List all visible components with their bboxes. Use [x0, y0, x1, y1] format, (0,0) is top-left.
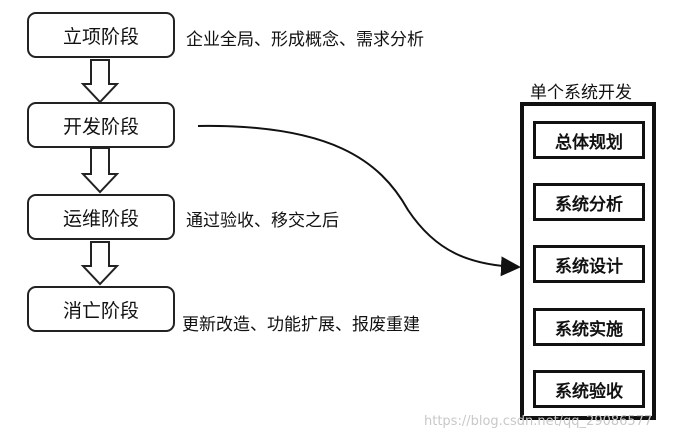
stage-description: 企业全局、形成概念、需求分析 — [186, 30, 424, 50]
stage-initiation: 立项阶段 — [27, 12, 175, 58]
stage-development: 开发阶段 — [27, 102, 175, 148]
stage-label: 开发阶段 — [62, 115, 139, 138]
stage-description: 通过验收、移交之后 — [186, 211, 339, 231]
stage-label: 消亡阶段 — [62, 299, 139, 322]
stage-label: 运维阶段 — [62, 207, 139, 230]
panel-title: 单个系统开发 — [530, 83, 632, 103]
stage-description: 更新改造、功能扩展、报废重建 — [182, 315, 420, 335]
step-system-implementation: 系统实施 — [533, 308, 645, 346]
step-system-analysis: 系统分析 — [533, 183, 645, 221]
stage-operation: 运维阶段 — [27, 194, 175, 240]
step-overall-planning: 总体规划 — [533, 121, 645, 159]
stage-arrow-2 — [80, 147, 120, 194]
stage-arrow-1 — [80, 59, 120, 104]
watermark: https://blog.csdn.net/qq_29086577 — [424, 414, 653, 429]
stage-retirement: 消亡阶段 — [27, 286, 175, 332]
stage-label: 立项阶段 — [62, 25, 139, 48]
step-system-acceptance: 系统验收 — [533, 370, 645, 408]
step-system-design: 系统设计 — [533, 245, 645, 283]
stage-arrow-3 — [80, 241, 120, 286]
curve-connector — [197, 124, 521, 277]
